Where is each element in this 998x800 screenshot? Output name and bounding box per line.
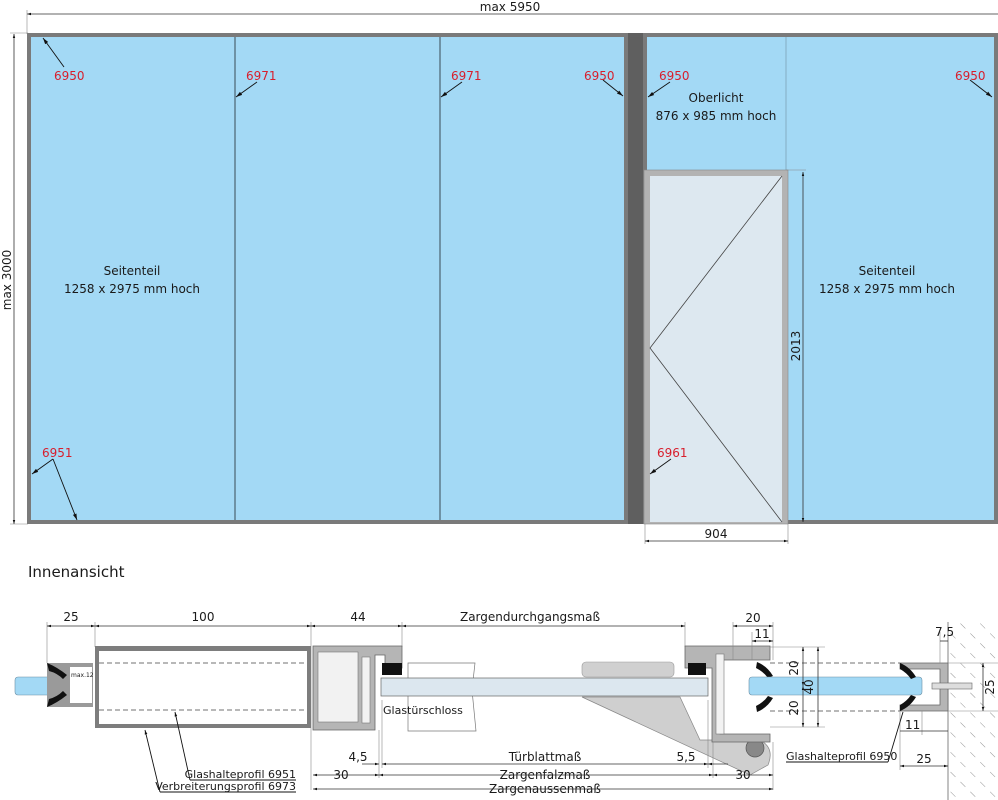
dim-tuerblatt: Türblattmaß bbox=[508, 750, 582, 764]
left-panel-title: Seitenteil bbox=[104, 264, 161, 278]
dim-20-a: 20 bbox=[787, 660, 801, 675]
dim-7-5: 7,5 bbox=[935, 625, 954, 639]
elevation-view: max 5950 max 3000 2013 904 Seitenteil bbox=[0, 0, 998, 544]
dim-25-left: 25 bbox=[63, 610, 78, 624]
leader-6973 bbox=[144, 729, 161, 793]
callout-leader bbox=[235, 81, 258, 98]
dim-4-5: 4,5 bbox=[348, 750, 367, 764]
seal bbox=[47, 663, 67, 707]
leader-6951 bbox=[174, 711, 191, 781]
seal bbox=[756, 662, 773, 712]
door-seal-left bbox=[382, 663, 402, 675]
door-seal-right bbox=[688, 663, 706, 675]
overall-width-label: max 5950 bbox=[480, 0, 541, 14]
right-panel-title: Seitenteil bbox=[859, 264, 916, 278]
section-view: 25 100 44 Zargendurchgangsmaß max.12 Gla… bbox=[14, 610, 998, 800]
left-section-glass bbox=[31, 37, 624, 520]
profile-chamber bbox=[715, 653, 725, 735]
profile-chamber bbox=[361, 656, 371, 724]
callout-mullion-2: 6971 bbox=[451, 69, 482, 83]
profile-chamber bbox=[317, 651, 359, 723]
section-title: Innenansicht bbox=[28, 563, 125, 581]
dim-25-bottom: 25 bbox=[916, 752, 931, 766]
dim-zargendurchgang: Zargendurchgangsmaß bbox=[460, 610, 600, 624]
callout-door-section-left: 6950 bbox=[659, 69, 690, 83]
leader-6950 bbox=[887, 711, 904, 763]
door-post bbox=[628, 33, 643, 524]
dim-20-b: 20 bbox=[787, 700, 801, 715]
dim-20-top: 20 bbox=[745, 611, 760, 625]
dim-30-right: 30 bbox=[735, 768, 750, 782]
callout-leader bbox=[647, 81, 671, 98]
door-width-label: 904 bbox=[705, 527, 728, 541]
callout-leader bbox=[969, 79, 993, 98]
label-glashalteprofil-6951: Glashalteprofil 6951 bbox=[185, 768, 296, 781]
dim-11-bottom: 11 bbox=[905, 718, 920, 732]
label-glastuerschloss: Glastürschloss bbox=[383, 704, 463, 717]
left-panel-size: 1258 x 2975 mm hoch bbox=[64, 282, 200, 296]
dim-zargenaussen: Zargenaussenmaß bbox=[489, 782, 601, 796]
callout-door: 6961 bbox=[657, 446, 688, 460]
callout-leader bbox=[31, 458, 54, 475]
callout-leader bbox=[52, 458, 78, 521]
callout-leader bbox=[602, 79, 624, 97]
widening-profile-inner bbox=[99, 651, 307, 724]
door-glass bbox=[650, 176, 782, 522]
profile-cavity bbox=[70, 667, 92, 703]
dim-25-wall: 25 bbox=[983, 679, 997, 694]
callout-right-edge: 6950 bbox=[955, 69, 986, 83]
callout-leader bbox=[649, 458, 672, 475]
right-glass-pane bbox=[748, 676, 923, 696]
overall-height-label: max 3000 bbox=[0, 250, 14, 311]
callout-leader bbox=[42, 37, 65, 68]
door-height-label: 2013 bbox=[789, 331, 803, 362]
callout-mullion-1: 6971 bbox=[246, 69, 277, 83]
dim-100: 100 bbox=[192, 610, 215, 624]
callout-bottom-left: 6951 bbox=[42, 446, 73, 460]
seal bbox=[900, 663, 916, 711]
callout-left-section-right: 6950 bbox=[584, 69, 615, 83]
hinge-cover bbox=[581, 661, 675, 678]
glass-door-lock bbox=[407, 662, 477, 732]
dim-44: 44 bbox=[350, 610, 365, 624]
right-panel-size: 1258 x 2975 mm hoch bbox=[819, 282, 955, 296]
dim-max12: max.12 bbox=[71, 672, 94, 679]
wall-screw bbox=[931, 682, 973, 690]
door-opening-symbol bbox=[649, 175, 783, 523]
dim-zargenfalz: Zargenfalzmaß bbox=[500, 768, 591, 782]
label-verbreiterungsprofil-6973: Verbreiterungsprofil 6973 bbox=[155, 780, 296, 793]
dim-11-top: 11 bbox=[754, 627, 769, 641]
dim-40: 40 bbox=[802, 679, 816, 694]
dim-30-left: 30 bbox=[333, 768, 348, 782]
callout-top-left: 6950 bbox=[54, 69, 85, 83]
door-leaf-glass bbox=[380, 677, 709, 697]
label-glashalteprofil-6950: Glashalteprofil 6950 bbox=[786, 750, 897, 763]
callout-leader bbox=[440, 81, 463, 98]
transom-title: Oberlicht bbox=[689, 91, 744, 105]
dim-5-5: 5,5 bbox=[676, 750, 695, 764]
transom-size: 876 x 985 mm hoch bbox=[656, 109, 777, 123]
